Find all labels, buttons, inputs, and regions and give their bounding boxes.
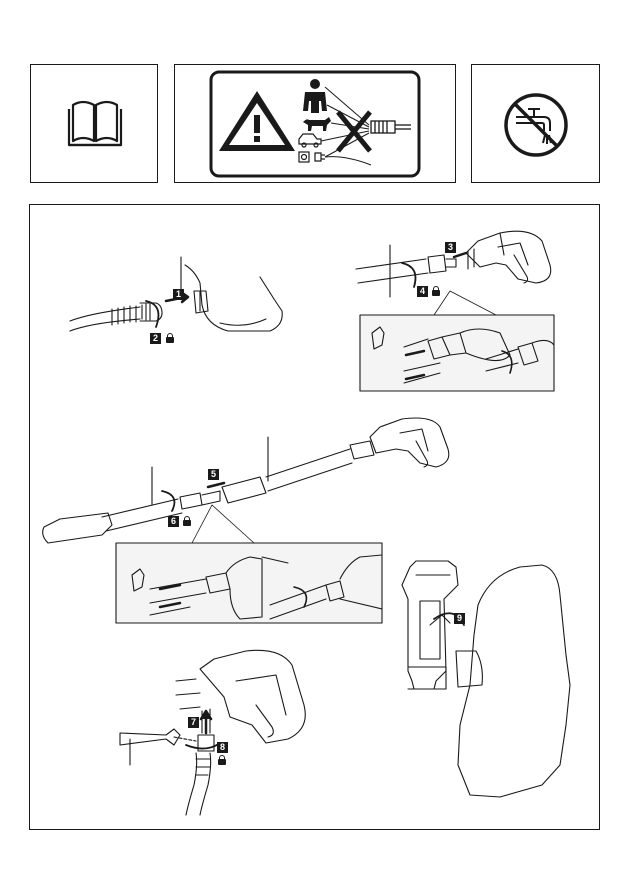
assembly-instructions-panel: 1 2 3 4 5 6 7 8 9 <box>29 204 600 830</box>
extension-detail-panel <box>116 505 382 623</box>
extension-lance-illustration <box>43 418 449 543</box>
lock-icon <box>183 516 191 526</box>
arrow-icon <box>208 483 224 487</box>
step-badge-4: 4 <box>417 286 428 297</box>
holder-illustration <box>402 561 570 797</box>
safety-warning-graphic <box>175 65 457 184</box>
read-manual-panel <box>30 64 158 183</box>
lock-icon <box>432 286 440 296</box>
read-manual-icon <box>31 65 159 184</box>
step-badge-7: 7 <box>188 717 199 728</box>
rotate-arrow-icon <box>186 743 220 749</box>
step-badge-6: 6 <box>168 516 179 527</box>
no-drinking-water-icon <box>472 65 601 184</box>
safety-warning-panel <box>174 64 456 183</box>
dog-icon <box>303 117 331 131</box>
socket-icon <box>299 152 325 162</box>
warning-triangle-icon <box>219 91 295 151</box>
step-badge-8: 8 <box>217 742 228 753</box>
assembly-illustrations <box>30 205 601 831</box>
person-icon <box>303 79 327 113</box>
car-icon <box>299 134 321 147</box>
lance-detail-panel <box>360 291 554 391</box>
step-badge-1: 1 <box>173 289 184 300</box>
lock-icon <box>218 755 226 765</box>
arrow-icon <box>454 253 466 257</box>
step-badge-5: 5 <box>208 469 219 480</box>
step-badge-3: 3 <box>445 242 456 253</box>
gun-hose-illustration <box>120 650 305 815</box>
step-badge-9: 9 <box>454 613 465 624</box>
step-badge-2: 2 <box>150 333 161 344</box>
lock-icon <box>166 333 174 343</box>
nozzle-icon <box>371 121 411 133</box>
no-drinking-water-panel <box>471 64 600 183</box>
rotate-arrow-icon <box>146 301 158 327</box>
